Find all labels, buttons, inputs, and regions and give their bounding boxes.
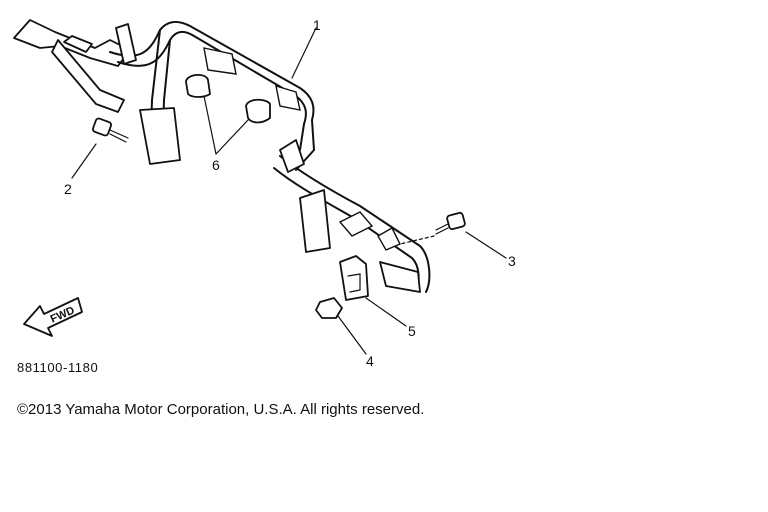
- clamp-pieces: [185, 74, 271, 124]
- callout-1: 1: [313, 17, 321, 33]
- bolt-left: [92, 117, 129, 143]
- leader-lines: [71, 27, 507, 355]
- clip: [339, 255, 369, 301]
- callout-4: 4: [366, 353, 374, 369]
- callout-3: 3: [508, 253, 516, 269]
- callout-6: 6: [212, 157, 220, 173]
- nut: [315, 297, 343, 319]
- callout-2: 2: [64, 181, 72, 197]
- fwd-label: FWD: [49, 304, 77, 325]
- copyright-notice: ©2013 Yamaha Motor Corporation, U.S.A. A…: [17, 401, 425, 418]
- callout-5: 5: [408, 323, 416, 339]
- frame-bracket: [13, 19, 431, 293]
- part-code: 881100-1180: [17, 360, 99, 375]
- fwd-arrow-icon: FWD: [23, 297, 83, 337]
- bolt-right: [435, 211, 466, 235]
